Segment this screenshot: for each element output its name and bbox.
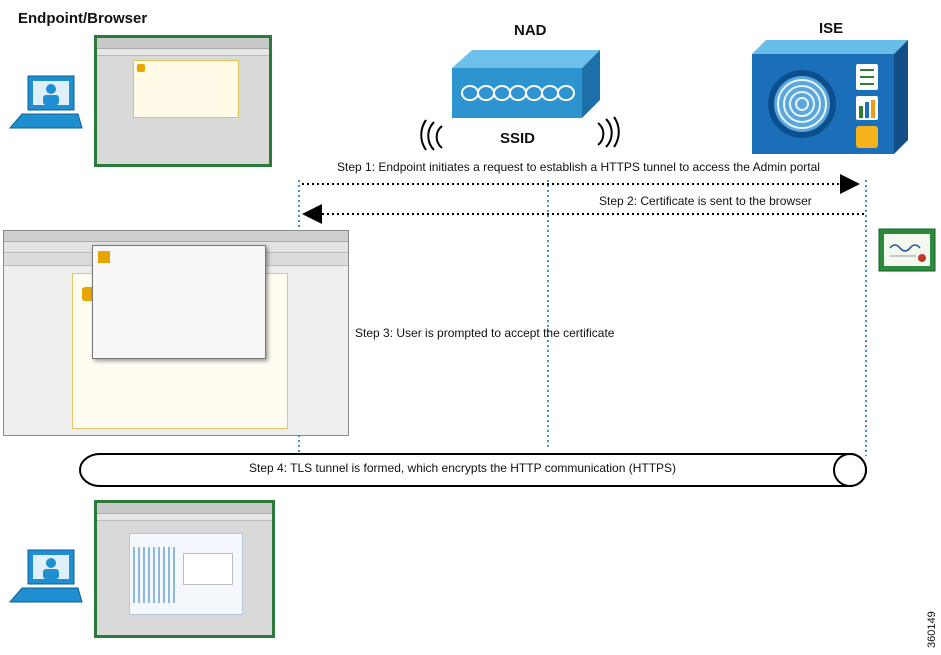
endpoint-label: Endpoint/Browser: [18, 10, 148, 27]
nad-label: NAD: [514, 22, 547, 39]
browser-screenshot-top: [94, 35, 272, 167]
ise-server-icon: [752, 40, 908, 154]
certificate-icon: [878, 228, 936, 272]
step3-text: Step 3: User is prompted to accept the c…: [355, 326, 615, 340]
ssid-label: SSID: [500, 130, 536, 147]
wireless-waves-icon: [597, 116, 620, 148]
figure-id: 360149: [926, 611, 938, 648]
laptop-icon: [8, 75, 83, 129]
ise-label: ISE: [819, 20, 844, 37]
browser-screenshot-bottom: [94, 500, 275, 638]
laptop-icon: [8, 549, 83, 603]
wireless-waves-icon: [420, 119, 443, 151]
step2-text: Step 2: Certificate is sent to the brows…: [599, 194, 812, 208]
browser-screenshot-certificate: [3, 230, 349, 436]
step1-text: Step 1: Endpoint initiates a request to …: [337, 160, 820, 174]
nad-switch-icon: [452, 50, 600, 118]
step4-text: Step 4: TLS tunnel is formed, which encr…: [249, 461, 677, 475]
